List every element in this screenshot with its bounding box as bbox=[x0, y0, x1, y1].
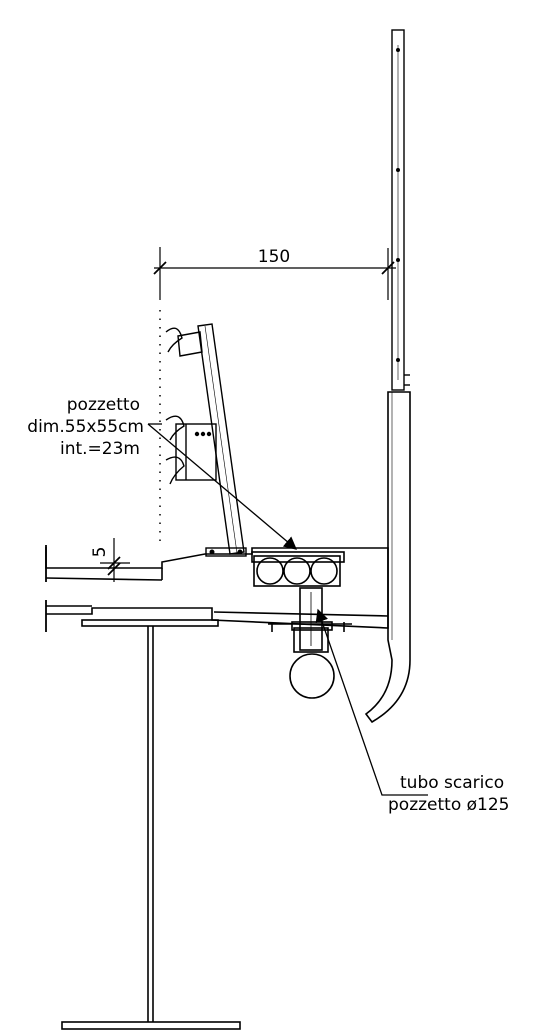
dimension-150-label: 150 bbox=[258, 247, 290, 267]
tubo-label-line1: tubo scarico bbox=[400, 773, 504, 793]
dimension-5-label: 5 bbox=[90, 547, 110, 558]
pozzetto-box bbox=[251, 551, 345, 587]
tubo-label-line2: pozzetto ø125 bbox=[388, 795, 509, 815]
dimension-5 bbox=[100, 538, 130, 582]
guardrail-post bbox=[165, 323, 247, 557]
dimension-150 bbox=[153, 247, 396, 300]
pozzetto-label-line2: dim.55x55cm bbox=[27, 417, 144, 437]
right-pole bbox=[391, 29, 410, 391]
deck-slab bbox=[45, 545, 389, 632]
drain-pipe bbox=[268, 587, 352, 699]
pozzetto-label-line1: pozzetto bbox=[67, 395, 140, 415]
girder bbox=[61, 619, 241, 1030]
pozzetto-label-line3: int.=23m bbox=[60, 439, 140, 459]
pozzetto-leader bbox=[147, 423, 297, 550]
tubo-leader bbox=[315, 608, 428, 796]
right-curved-barrier bbox=[364, 391, 411, 724]
